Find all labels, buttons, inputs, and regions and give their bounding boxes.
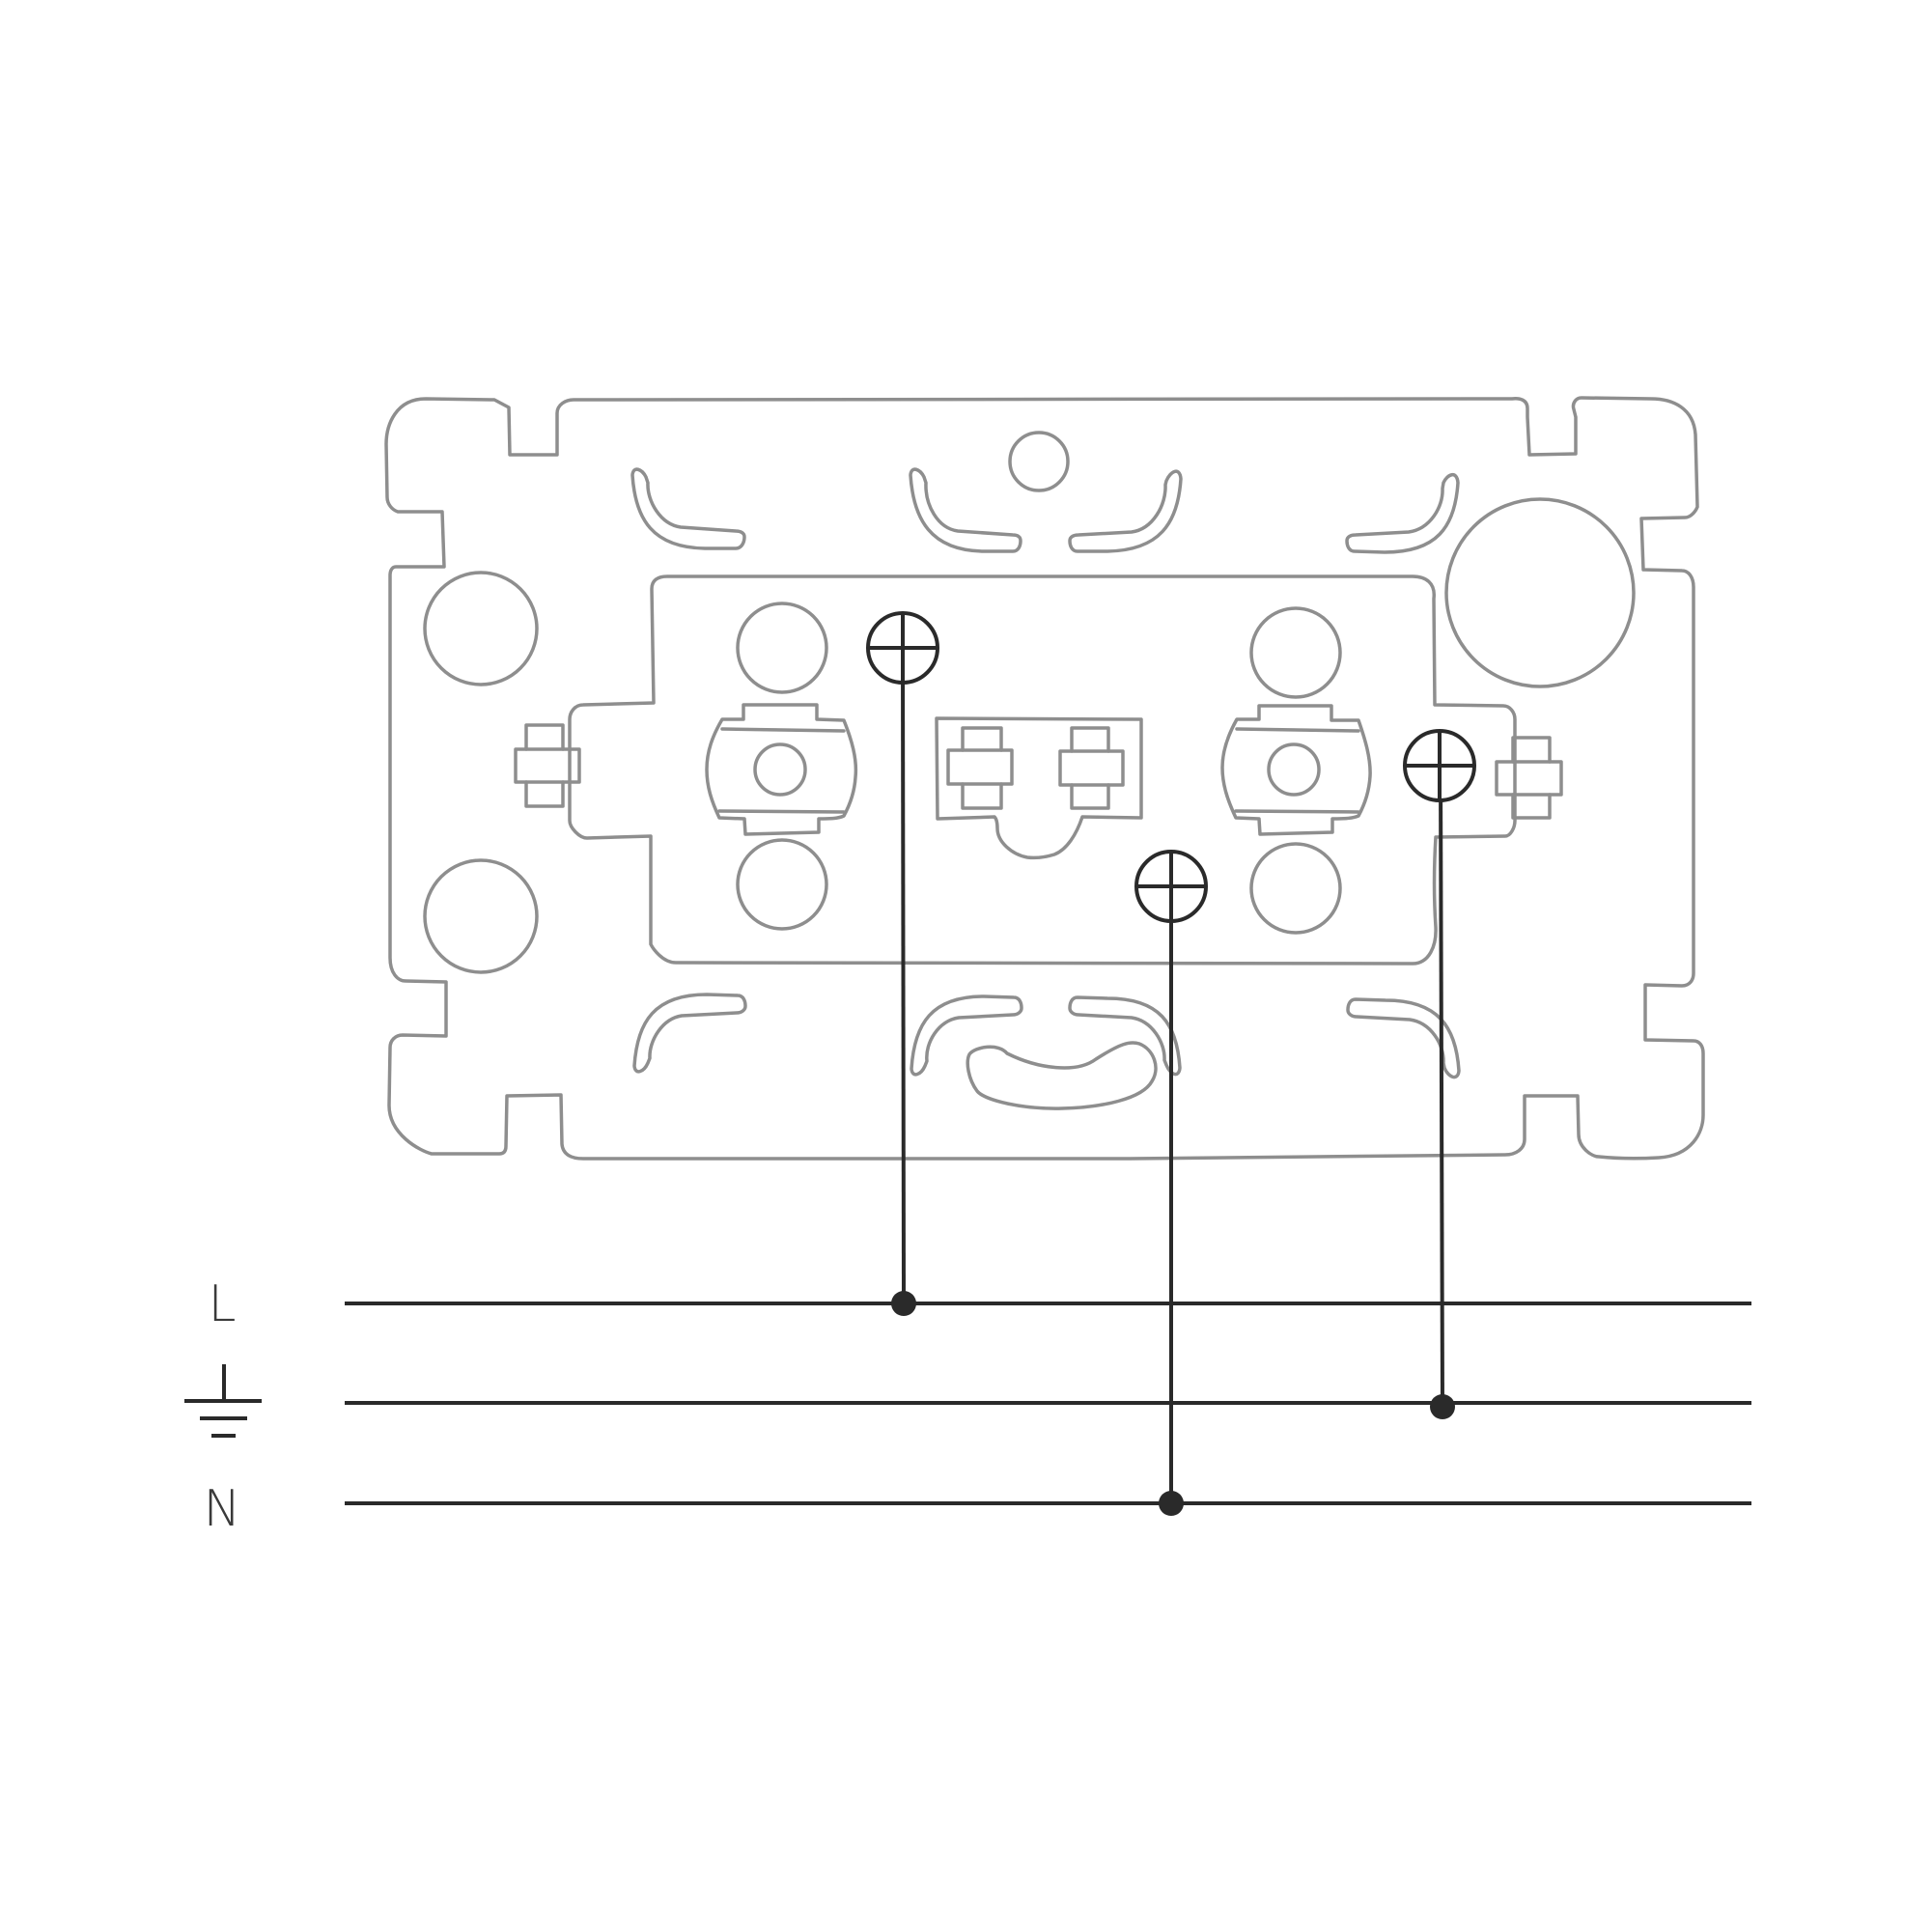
terminal-neutral xyxy=(1134,850,1208,923)
contact-clamp-left-edge-bottom xyxy=(717,809,846,814)
socket-body xyxy=(568,574,1517,966)
side-clip-right xyxy=(1495,736,1563,820)
mounting-hole-top-center xyxy=(1008,431,1070,492)
contact-clamp-left-edge-top xyxy=(720,727,846,733)
hook-slot-bottom-1 xyxy=(632,993,747,1074)
hook-slot-bottom-2 xyxy=(910,994,1023,1077)
mounting-hole-left-upper xyxy=(423,571,539,686)
socket-pin-hole-left-top xyxy=(736,602,828,694)
hook-slot-bottom-4 xyxy=(1346,997,1461,1079)
terminal-earth xyxy=(1403,729,1476,802)
hook-slot-bottom-3 xyxy=(1068,995,1182,1077)
contact-clamp-right-edge-top xyxy=(1235,727,1360,733)
earth-ground-icon xyxy=(184,1364,262,1438)
junction-neutral xyxy=(1159,1491,1184,1516)
socket-pin-hole-left-bottom xyxy=(736,838,828,931)
terminal-live xyxy=(866,611,939,685)
hook-slot-top-3 xyxy=(1068,469,1183,553)
mounting-hole-right-large xyxy=(1444,497,1636,688)
hook-slot-top-1 xyxy=(630,467,746,550)
center-clamp-left xyxy=(946,726,1014,810)
label-live: L xyxy=(209,1275,237,1333)
contact-clamp-right-edge-bottom xyxy=(1234,809,1360,814)
mounting-frame xyxy=(384,396,1705,1161)
mounting-hole-left-lower xyxy=(423,858,539,974)
kidney-slot xyxy=(966,1041,1158,1110)
contact-screw-left xyxy=(753,742,807,797)
label-neutral: N xyxy=(204,1480,241,1538)
center-clamp-right xyxy=(1058,726,1125,810)
hook-slot-top-2 xyxy=(909,467,1022,553)
contact-clamp-right xyxy=(1220,704,1372,836)
drop-wire-earth xyxy=(1439,765,1444,1408)
center-terminal-block xyxy=(935,716,1143,860)
junction-earth xyxy=(1430,1394,1455,1419)
drop-wire-live xyxy=(901,647,906,1304)
socket-pin-hole-right-top xyxy=(1249,606,1342,699)
junction-live xyxy=(891,1291,916,1316)
contact-clamp-left xyxy=(705,703,858,836)
socket-pin-hole-right-bottom xyxy=(1249,842,1342,935)
contact-screw-right xyxy=(1267,742,1321,797)
hook-slot-top-4 xyxy=(1345,473,1460,554)
